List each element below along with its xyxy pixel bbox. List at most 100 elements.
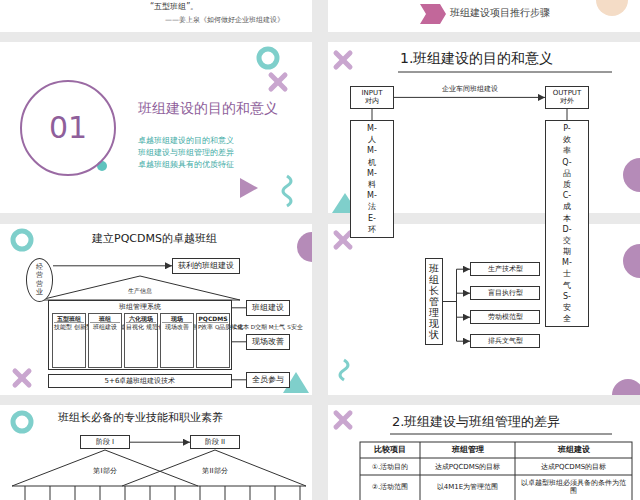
connector	[567, 109, 568, 120]
node-text: INPUT 对内	[362, 89, 383, 106]
process-box: 班组建设	[246, 300, 290, 316]
process-box: 排兵文气型	[470, 334, 540, 348]
connector	[443, 269, 470, 301]
process-box: 现场改善	[246, 334, 290, 350]
node-text: 阶段 I	[86, 438, 124, 446]
stage-roof	[122, 450, 306, 486]
node-text: 获利的班组建设	[178, 261, 234, 271]
node-text: 01	[49, 110, 87, 146]
deco-triangle	[240, 178, 258, 198]
node-text: 经营 营业	[36, 263, 43, 297]
node-text: 班组	[90, 315, 120, 323]
deco-halfcircle	[623, 158, 640, 192]
deco-halfcircle	[612, 379, 640, 395]
connector	[232, 341, 246, 342]
node-text: 五型班组	[54, 315, 84, 323]
table-cell: ②.活动范围	[372, 483, 409, 491]
deco-cross	[271, 75, 285, 89]
arrow-shape	[420, 4, 446, 24]
table-cell: 以卓越型班组必须具备的条件为范围	[520, 479, 628, 496]
table-grid	[360, 442, 632, 500]
node-text: P-效率 Q-品质 C-成本 D-交期 M-士气 S-安全	[562, 123, 572, 324]
deco-squiggle	[283, 176, 291, 206]
connector	[53, 265, 172, 266]
process-box: 生产技术型	[470, 262, 540, 276]
process-box: M-人 M-机 M-料 M-法 E-环	[350, 120, 394, 238]
process-box: 全员参与	[246, 372, 290, 388]
connector	[443, 293, 470, 301]
stage-roof	[12, 450, 198, 486]
table-cell: 比较项目	[374, 445, 406, 455]
connector	[372, 109, 373, 120]
text-label: 第II部分	[202, 467, 227, 475]
deco-halfcircle	[297, 232, 312, 262]
process-box: 经营 营业	[26, 258, 53, 302]
table-cell: 班组建设	[558, 445, 590, 455]
deco-cross	[336, 53, 350, 67]
node-text: 班组建设	[93, 324, 117, 331]
node-text: 班组管理系统	[54, 303, 226, 311]
process-box: 盲目执行型	[470, 286, 540, 300]
process-box: PQCDMSP效率 Q品质 C成本 D交期 M士气 S安全	[196, 313, 230, 368]
text-label: 2.班组建设与班组管理的差异	[392, 414, 560, 430]
node-text: 班组建设	[252, 303, 284, 313]
node-text: OUTPUT 对外	[553, 89, 582, 106]
table-cell: 以4M1E为管理范围	[437, 483, 498, 491]
node-text: 现场改善	[165, 324, 189, 331]
connector-label: 企业车间班组建设	[440, 85, 500, 93]
node-text: 生产技术型	[476, 265, 534, 273]
node-text: 现场改善	[252, 337, 284, 347]
node-text: 全员参与	[252, 375, 284, 385]
deco-ring	[13, 413, 31, 431]
process-box: 班组班组建设	[88, 313, 122, 368]
text-label: 卓越班组建设的目的和意义	[138, 136, 234, 146]
process-box: 五型班组技能型 创新型 节能型 和谐型 学习型	[52, 313, 86, 368]
node-text: 六化现场	[126, 315, 156, 323]
node-text: 5+6卓越班组建设技术	[54, 377, 226, 385]
text-label: 生产信息	[128, 287, 152, 294]
node-text: 班组长管理现状	[429, 263, 439, 340]
text-label: ——姜上泉《如何做好企业班组建设》	[165, 16, 284, 24]
stage-beam	[12, 486, 306, 487]
deco-ring	[259, 49, 277, 67]
deco-squiggle	[340, 360, 348, 380]
text-label: 第I部分	[93, 467, 116, 475]
process-box: 现场现场改善	[160, 313, 194, 368]
deco-circle	[596, 0, 628, 16]
text-label: 1.班组建设的目的和意义	[400, 50, 553, 67]
vertical-box: 班组长管理现状	[425, 258, 443, 345]
process-box: 阶段 I	[80, 435, 130, 449]
text-label: 班组建设与班组管理的差异	[138, 148, 234, 158]
deco-dot	[97, 161, 107, 171]
process-box: INPUT 对内	[350, 86, 394, 109]
process-box: 获利的班组建设	[172, 258, 240, 274]
table-cell: ①.活动目的	[372, 462, 409, 470]
deco-cross	[336, 413, 350, 427]
text-label: 卓越班组频具有的优质特征	[138, 160, 234, 170]
connector	[232, 379, 246, 380]
section-circle: 01	[20, 80, 116, 176]
text-label: 班组建设的目的和意义	[138, 100, 278, 117]
node-text: 现场	[162, 315, 192, 323]
connector	[232, 307, 246, 308]
title-underline	[390, 434, 612, 435]
title-underline	[398, 72, 612, 73]
stage-pillars	[25, 486, 300, 500]
table-cell: 达成PQCDMS的目标	[435, 462, 501, 470]
node-text: 阶段 II	[196, 438, 234, 446]
connector	[130, 442, 190, 443]
node-text: PQCDMS	[198, 315, 228, 323]
text-label: 班组建设项目推行步骤	[450, 7, 550, 19]
text-label: “五型班组”。	[150, 2, 198, 12]
process-box: 劳动模范型	[470, 310, 540, 324]
deco-ring	[13, 231, 31, 249]
process-box: 阶段 II	[190, 435, 240, 449]
table-cell: 达成PQCDMS的目标	[541, 462, 607, 470]
deco-halfcircle	[623, 244, 640, 278]
text-label: 班组长必备的专业技能和职业素养	[58, 411, 223, 424]
node-text: 排兵文气型	[476, 337, 534, 345]
process-box: OUTPUT 对外	[545, 86, 589, 109]
connector	[443, 302, 470, 342]
